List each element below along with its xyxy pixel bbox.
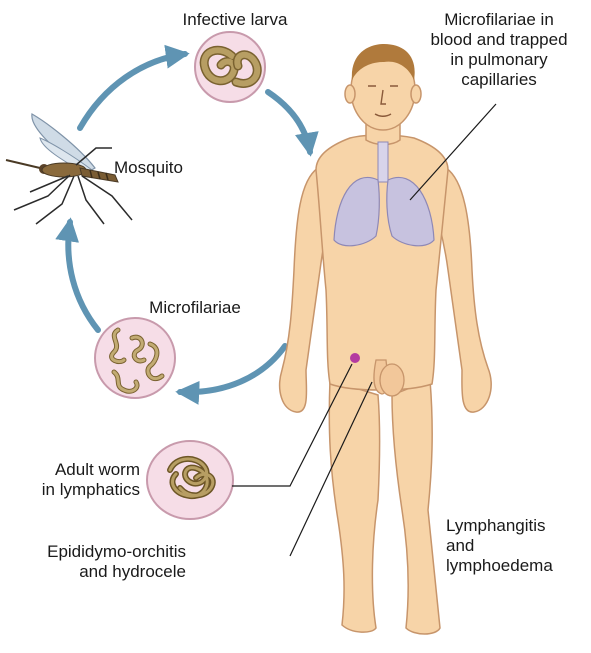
label-microfilariae: Microfilariae [120,298,270,318]
arrow-mosquito-to-larva [80,54,185,128]
label-microfilariae-in-blood: Microfilariae in blood and trapped in pu… [410,10,588,90]
arrow-larva-to-human [268,92,310,152]
label-mosquito: Mosquito [114,158,224,178]
arrow-microfilariae-to-mosquito [68,222,98,330]
label-adult-worm: Adult worm in lymphatics [10,460,140,500]
lymph-node-marker [350,353,360,363]
arrow-human-to-microfilariae [180,346,285,392]
label-epididymo-orchitis: Epididymo-orchitis and hydrocele [6,542,186,582]
adult-worm-icon [147,441,233,519]
label-lymphangitis: Lymphangitis and lymphoedema [446,516,586,576]
label-infective-larva: Infective larva [160,10,310,30]
microfilariae-icon [95,318,175,398]
larva-icon [195,32,265,102]
